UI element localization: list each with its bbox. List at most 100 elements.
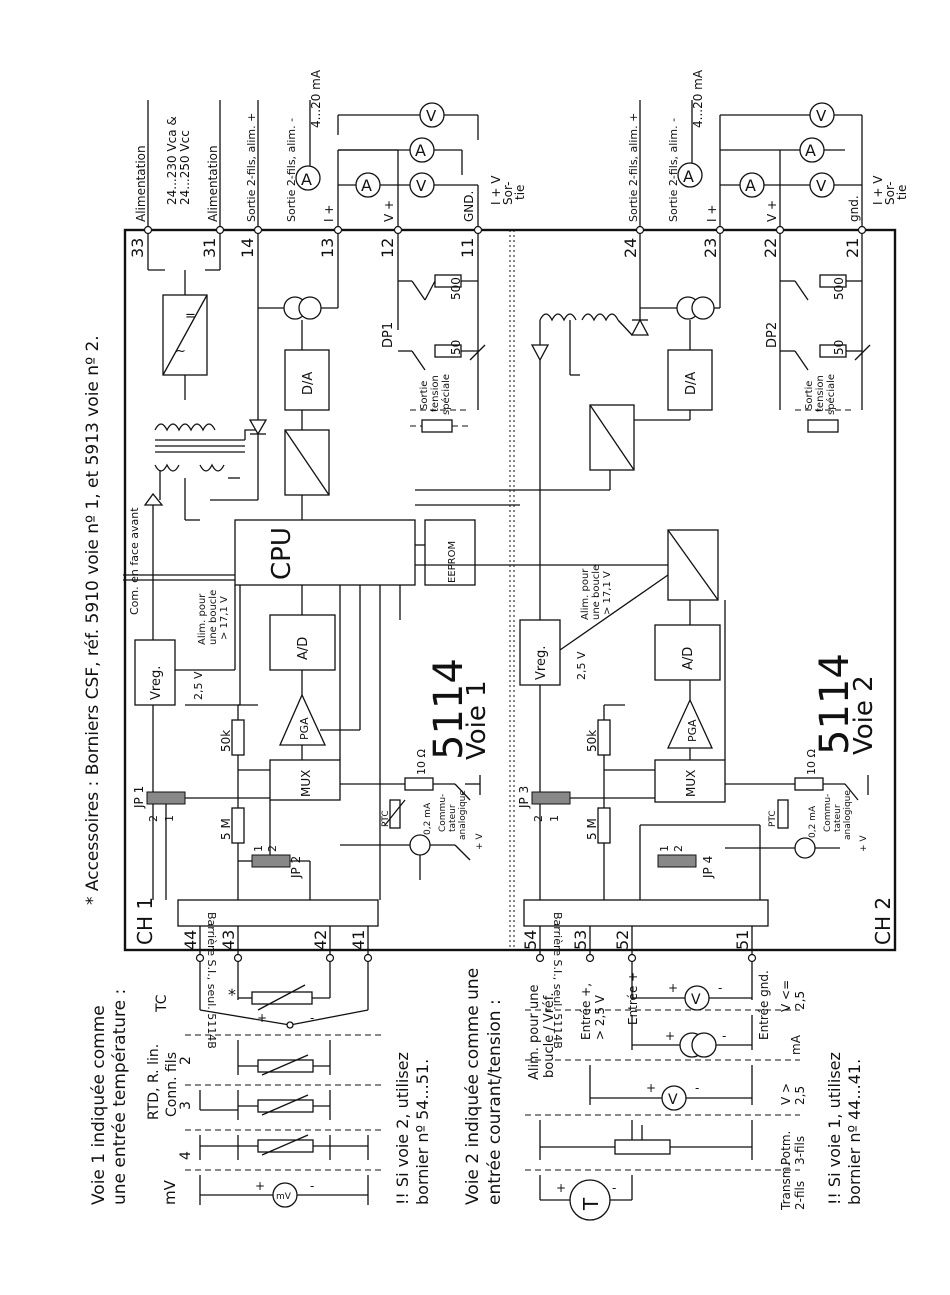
ch1-v25: 2,5 V — [192, 671, 205, 700]
ch1-input-terminals — [195, 926, 373, 963]
ch1-dip-switch — [397, 234, 486, 433]
terminal-22: 22 — [761, 238, 780, 258]
ch1-da: D/A — [301, 372, 316, 395]
ch2-label: CH 2 — [871, 897, 895, 945]
ch2-commu-3: analogique — [843, 790, 853, 840]
note-voie1-2: bornier nº 44...41. — [845, 1059, 864, 1205]
ch2-input-terminals — [535, 926, 757, 963]
ch2-top-terminals — [635, 225, 867, 235]
ch1-sortie-2fils-plus: Sortie 2-fils, alim. + — [245, 113, 258, 222]
ch1-top-terminals — [143, 225, 483, 235]
ch1-sortie-2fils-minus: Sortie 2-fils, alim. - — [285, 118, 298, 222]
voltage-input-low: V + - — [631, 962, 753, 1011]
svg-text:-: - — [695, 1081, 699, 1095]
ch1-sortie-tie: tie — [513, 185, 527, 200]
rtd-3wire-sensor — [199, 1090, 331, 1120]
ch1-jp1-pin1: 1 — [163, 815, 176, 822]
ch2-r10-label: 10 Ω — [805, 749, 818, 775]
ch2-jp4-pin2: 2 — [672, 845, 685, 852]
transmitter-symbol: T — [579, 1197, 603, 1211]
ch2-sortie-iv: I + V — [871, 175, 885, 205]
ch2-model: 5114 — [812, 653, 858, 755]
ch2-vreg — [519, 619, 561, 686]
ch1-power-supply: ~ = — [143, 234, 268, 640]
tc-sensor: * + - — [199, 962, 369, 1029]
ch1-r50: 50 — [449, 340, 463, 355]
terminal-23: 23 — [701, 238, 720, 258]
vle-1: V <= — [779, 980, 793, 1012]
ch2-voie: Voie 2 — [849, 675, 879, 755]
ch1-v-plus: V + — [382, 200, 396, 222]
ch1-sortie-tension-2: tension — [430, 375, 441, 412]
ch2-dip-label: DP2 — [765, 322, 780, 348]
ch1-mux — [269, 759, 341, 801]
ch2-v-plus: V + — [765, 200, 779, 222]
ch2-v25: 2,5 V — [575, 651, 588, 680]
svg-text:+: + — [556, 1181, 566, 1195]
ch1-alim-boucle-2: une boucle — [208, 590, 219, 645]
ch1-jp2[interactable] — [251, 854, 291, 868]
ch2-jp3-pin2: 2 — [532, 815, 545, 822]
ch2-r50k — [597, 719, 611, 756]
ch2-r5m — [597, 807, 611, 844]
terminal-43: 43 — [219, 930, 238, 950]
alim-boucle-vref-2: boucle / Vréf. — [542, 992, 557, 1078]
svg-text:~: ~ — [175, 344, 186, 359]
ch1-ptc-label: PTC — [381, 810, 391, 827]
ch2-jp3[interactable] — [531, 791, 571, 805]
ch2-plus-v: + V — [859, 835, 869, 852]
rtd-2: 2 — [178, 1056, 194, 1065]
tc-label: TC — [154, 994, 170, 1013]
ch1-r10 — [404, 777, 434, 791]
svg-text:+: + — [668, 981, 678, 995]
ch1-jp1[interactable] — [146, 791, 186, 805]
voie2-title-1: Voie 2 indiquée comme une — [463, 968, 483, 1205]
svg-text:V: V — [416, 177, 427, 195]
ch2-mux — [654, 759, 726, 803]
ch2-jp4-pin1: 1 — [658, 845, 671, 852]
ch2-vreg-label: Vreg. — [534, 646, 549, 680]
vgt-1: V > — [779, 1083, 793, 1105]
ch2-gnd: gnd. — [847, 195, 861, 222]
ch2-commu-2: tateur — [833, 804, 843, 832]
entree-plus-gt-2: > 2,5 V — [593, 994, 607, 1040]
ch2-jp4-label: JP 4 — [701, 856, 715, 879]
alim-boucle-vref-1: Alim. pour une — [527, 985, 542, 1080]
ch1-r50k — [231, 719, 245, 756]
ch1-label: CH 1 — [133, 897, 157, 945]
ch1-r5m — [231, 807, 245, 844]
svg-text:V: V — [816, 177, 827, 195]
ma-input-label: mA — [789, 1034, 803, 1055]
ch2-src-label: 0,2 mA — [808, 805, 818, 838]
entree-gnd: Entrée gnd. — [757, 970, 771, 1040]
ch1-ptc — [389, 799, 401, 829]
vgt-2: 2,5 — [793, 1086, 807, 1105]
ch2-alim-boucle-1: Alim. pour — [580, 568, 591, 620]
svg-text:-: - — [310, 1011, 314, 1025]
svg-text:+: + — [646, 1081, 656, 1095]
ch1-dip-label: DP1 — [381, 322, 396, 348]
rtd-label-2: Conn. fils — [164, 1052, 180, 1117]
voie1-title-1: Voie 1 indiquée comme — [89, 1005, 109, 1205]
svg-text:=: = — [185, 309, 196, 324]
alimentation-label-1: Alimentation — [134, 145, 148, 222]
svg-text:A: A — [361, 176, 372, 195]
ch2-sortie-tension-2: tension — [815, 375, 826, 412]
terminal-14: 14 — [238, 238, 257, 258]
svg-text:-: - — [718, 981, 722, 995]
transm-1: Transm. — [779, 1163, 793, 1211]
svg-text:+: + — [665, 1029, 675, 1043]
ch1-sortie-sor: Sor- — [501, 182, 515, 205]
ch1-sortie-tension-3: spéciale — [440, 374, 452, 415]
ch1-r5m-label: 5 M — [219, 818, 233, 840]
svg-text:A: A — [301, 170, 312, 189]
svg-text:-: - — [722, 1029, 726, 1043]
mv-source: mV + - — [199, 1175, 369, 1208]
ch1-eeprom — [424, 519, 476, 586]
ch2-jp4[interactable] — [657, 854, 697, 868]
ch1-commu-3: analogique — [458, 790, 468, 840]
terminal-44: 44 — [181, 930, 200, 950]
ch1-barrier-label: Barrière S.I., seul. 5114B — [205, 912, 218, 1049]
